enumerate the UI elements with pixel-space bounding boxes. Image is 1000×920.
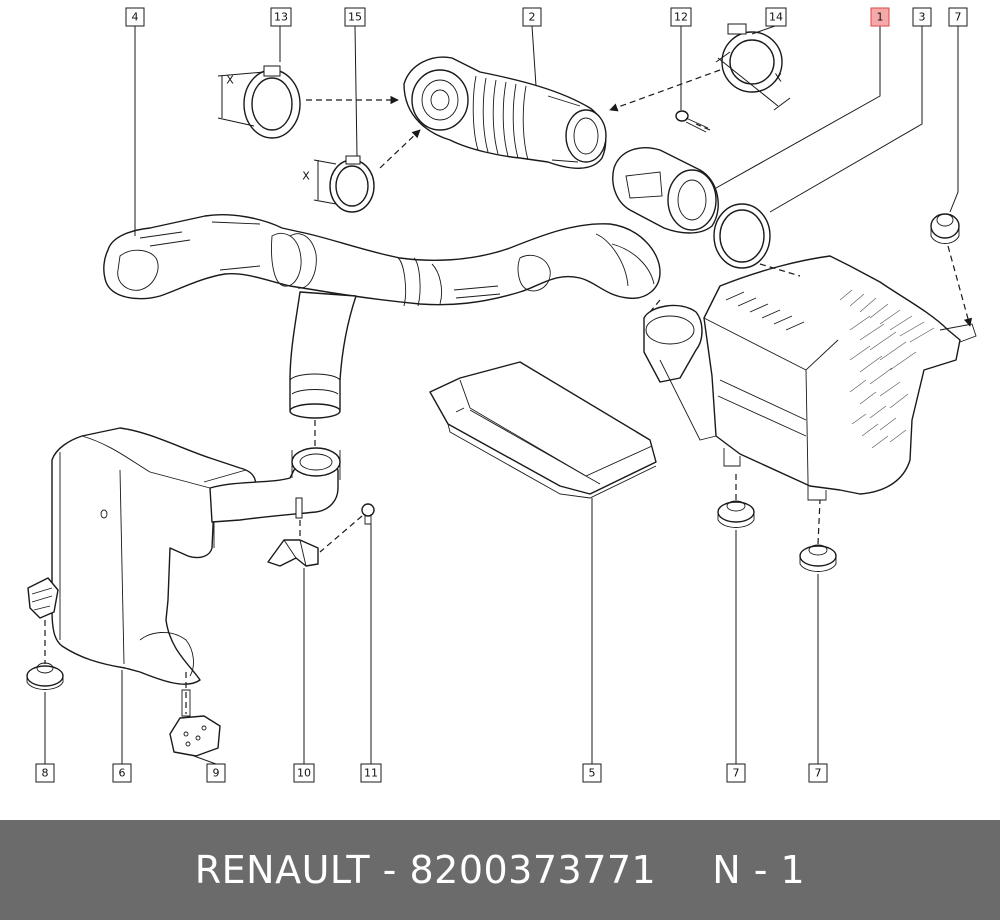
part-7-grommet-bottom-left <box>717 500 755 528</box>
callout-11: 11 <box>360 763 382 783</box>
part-3-seal-ring <box>713 203 771 269</box>
callout-15: 15 <box>344 7 366 27</box>
callout-4: 4 <box>125 7 145 27</box>
callout-9: 9 <box>206 763 226 783</box>
part-4-intake-duct <box>103 214 661 307</box>
callout-6-label: 6 <box>119 767 126 780</box>
exploded-parts-diagram: 4 13 15 2 12 14 1 3 7 8 6 9 <box>26 7 977 783</box>
callout-7-top-label: 7 <box>955 11 962 24</box>
part-10-bracket <box>267 497 319 567</box>
callout-7-bottom-right-label: 7 <box>815 767 822 780</box>
callout-13-label: 13 <box>274 11 288 24</box>
part-9-mount-pad <box>169 689 221 757</box>
resonator-connector-pipe <box>209 447 341 523</box>
callout-1-label: 1 <box>877 11 884 24</box>
callout-7-bottom-left: 7 <box>726 763 746 783</box>
callout-7-top: 7 <box>948 7 968 27</box>
part-6-resonator-box <box>51 427 257 685</box>
dimension-x-13: X <box>226 74 234 87</box>
callout-7-bottom-left-label: 7 <box>733 767 740 780</box>
callout-8-label: 8 <box>42 767 49 780</box>
dimension-x-15: X <box>302 170 310 183</box>
callout-14: 14 <box>765 7 787 27</box>
callout-7-bottom-right: 7 <box>808 763 828 783</box>
callout-4-label: 4 <box>132 11 139 24</box>
callout-11-label: 11 <box>364 767 378 780</box>
callout-15-label: 15 <box>348 11 362 24</box>
callout-12: 12 <box>670 7 692 27</box>
callout-3-label: 3 <box>919 11 926 24</box>
part-number: 8200373771 <box>409 848 657 892</box>
callout-10-label: 10 <box>297 767 311 780</box>
diagram-canvas: 4 13 15 2 12 14 1 3 7 8 6 9 <box>26 7 977 783</box>
part-14-hose-clamp <box>721 23 783 93</box>
part-12-screw <box>675 110 709 133</box>
part-5-filter-element <box>429 361 657 499</box>
brand-name: RENAULT <box>194 848 371 892</box>
part-7-grommet-bottom-right <box>799 544 837 572</box>
part-11-bolt <box>361 503 375 525</box>
callout-13: 13 <box>270 7 292 27</box>
part-1-airflow-meter <box>612 147 719 234</box>
callout-8: 8 <box>35 763 55 783</box>
part-info-footer: RENAULT - 8200373771 N - 1 <box>0 820 1000 920</box>
dimension-x-14: X <box>774 72 782 85</box>
part-2-bellows-hose <box>403 56 607 169</box>
part-13-hose-clamp <box>243 65 301 139</box>
part-4-lower-pipe <box>289 291 357 419</box>
part-8-grommet <box>26 577 64 690</box>
callout-5-label: 5 <box>589 767 596 780</box>
leader-lines <box>44 25 959 765</box>
callout-14-label: 14 <box>769 11 783 24</box>
callout-5: 5 <box>582 763 602 783</box>
callout-12-label: 12 <box>674 11 688 24</box>
callout-9-label: 9 <box>213 767 220 780</box>
callout-2: 2 <box>522 7 542 27</box>
callout-10: 10 <box>293 763 315 783</box>
dimension-lines <box>217 51 791 205</box>
callout-6: 6 <box>112 763 132 783</box>
callout-1-highlighted: 1 <box>870 7 890 27</box>
callout-3: 3 <box>912 7 932 27</box>
assembly-arrows <box>44 69 973 714</box>
air-filter-housing <box>643 255 977 501</box>
separator: - <box>382 848 397 892</box>
part-15-hose-clamp <box>329 155 375 213</box>
quantity: N - 1 <box>712 848 806 892</box>
part-7-grommet-top <box>930 213 960 244</box>
callout-2-label: 2 <box>529 11 536 24</box>
